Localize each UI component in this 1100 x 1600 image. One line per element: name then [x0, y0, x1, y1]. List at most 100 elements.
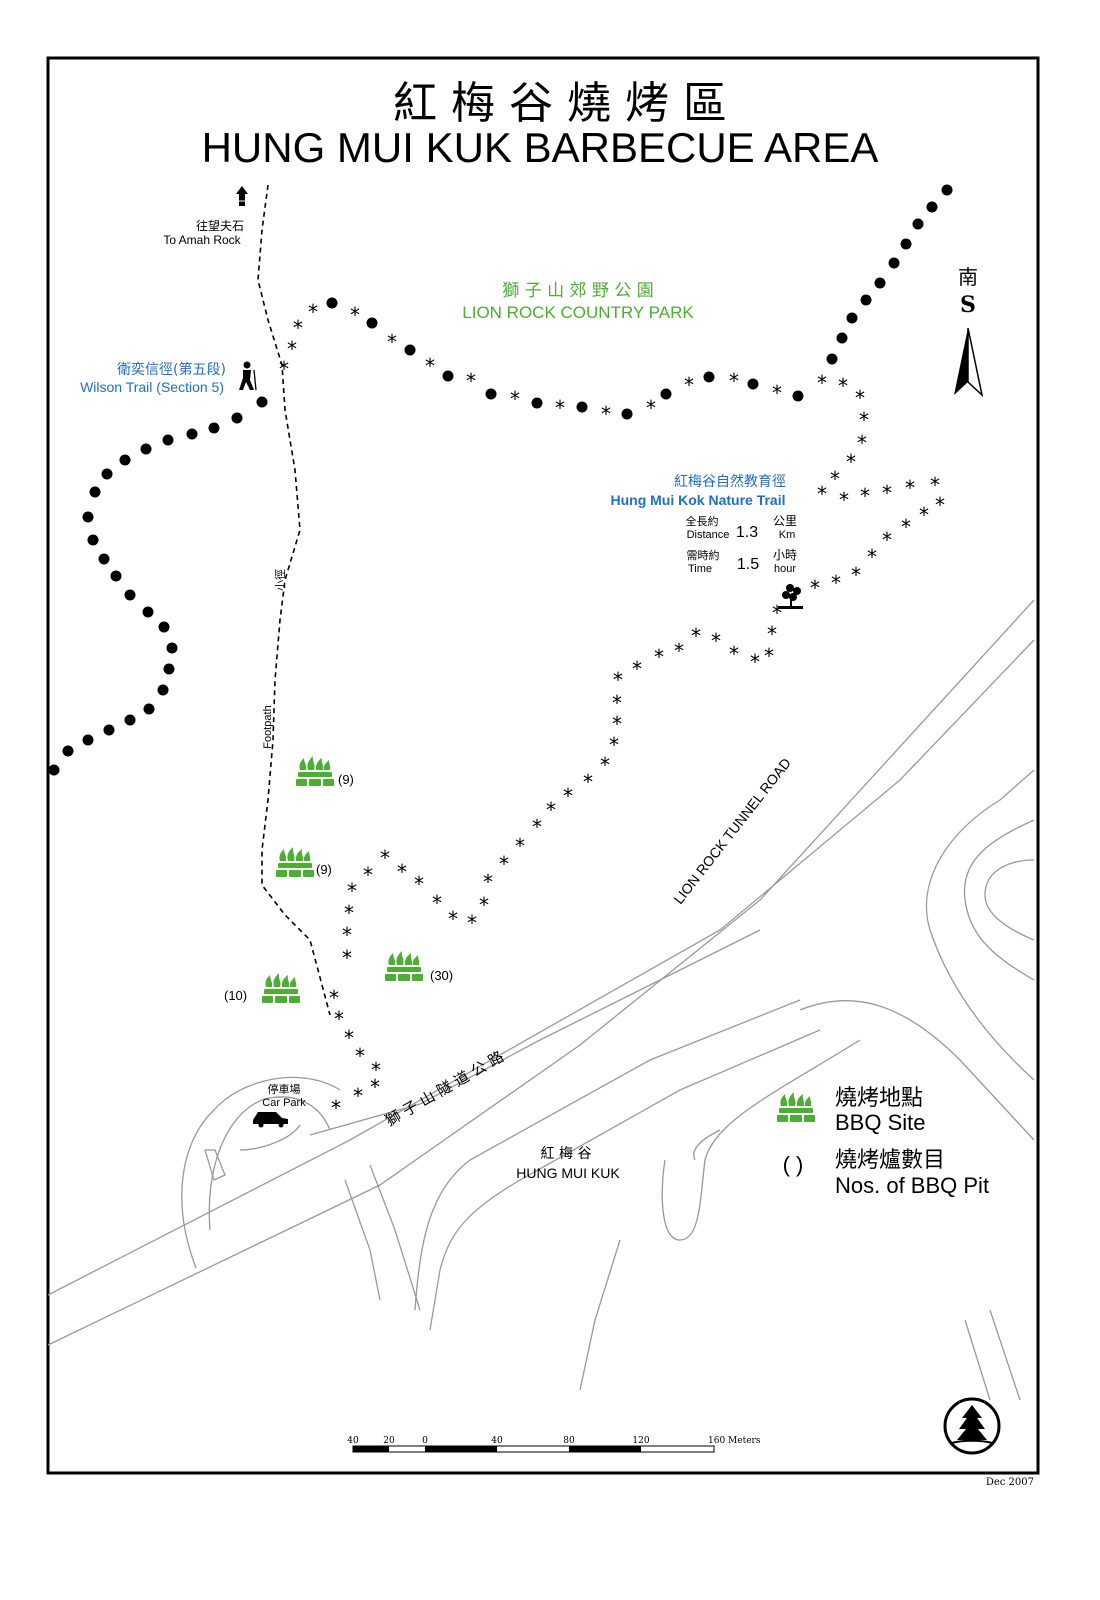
trail-asterisk: *	[860, 484, 870, 508]
north-arrow-icon	[954, 327, 984, 398]
distance-label-zh: 全長約	[686, 514, 719, 528]
bbq-pit-count: (10)	[224, 988, 247, 1003]
trail-dot	[531, 397, 543, 409]
trail-asterisk: *	[448, 907, 458, 931]
trail-dot	[142, 606, 154, 618]
trail-asterisk: *	[613, 668, 623, 692]
trail-dot	[836, 332, 848, 344]
scale-label: 160 Meters	[708, 1436, 761, 1446]
trail-dot	[442, 370, 454, 382]
trail-dot	[888, 257, 900, 269]
trail-asterisk: *	[857, 431, 867, 455]
trail-asterisk: *	[711, 629, 721, 653]
trail-asterisk: *	[563, 784, 573, 808]
trail-dot	[124, 714, 136, 726]
trail-asterisk: *	[684, 373, 694, 397]
trail-asterisk: *	[425, 354, 435, 378]
scale-label: 80	[563, 1436, 575, 1446]
trail-dot	[621, 408, 633, 420]
distance-unit-zh: 公里	[773, 514, 797, 528]
trail-asterisk: *	[930, 473, 940, 497]
trail-asterisk: *	[851, 563, 861, 587]
trail-dot	[119, 454, 131, 466]
trail-dot	[874, 277, 886, 289]
title-zh: 紅 梅 谷 燒 烤 區	[393, 78, 727, 129]
trail-asterisk: *	[499, 852, 509, 876]
bbq-pit-count: (9)	[316, 862, 332, 877]
north-label-zh: 南	[958, 265, 978, 289]
trail-asterisk: *	[838, 374, 848, 398]
trail-asterisk: *	[342, 946, 352, 970]
bbq-site: (9)	[276, 847, 332, 877]
trail-dot	[87, 534, 99, 546]
trail-dot	[404, 344, 416, 356]
scale-label: 120	[632, 1436, 649, 1446]
scale-label: 40	[347, 1436, 359, 1446]
trail-asterisk: *	[772, 381, 782, 405]
scale-label: 20	[383, 1436, 395, 1446]
footpath-line	[257, 184, 331, 1016]
road-edge	[964, 1319, 991, 1401]
park-label-en: LION ROCK COUNTRY PARK	[462, 303, 694, 322]
trail-asterisk: *	[414, 872, 424, 896]
trail-asterisk: *	[363, 863, 373, 887]
road-edge	[47, 639, 1035, 1296]
trail-asterisk: *	[612, 712, 622, 736]
nature-trail-label-en: Hung Mui Kok Nature Trail	[610, 492, 785, 508]
trail-dot	[941, 184, 953, 196]
title-en: HUNG MUI KUK BARBECUE AREA	[202, 124, 879, 171]
trail-asterisk: *	[609, 733, 619, 757]
trail-dot	[89, 486, 101, 498]
trail-dot	[124, 589, 136, 601]
trail-asterisk: *	[483, 870, 493, 894]
place-label-en: HUNG MUI KUK	[516, 1165, 620, 1181]
trail-dot	[110, 570, 122, 582]
trail-dot	[166, 642, 178, 654]
road-edge	[661, 1039, 861, 1241]
trail-asterisk: *	[479, 893, 489, 917]
scale-label: 40	[491, 1436, 503, 1446]
trail-asterisk: *	[654, 645, 664, 669]
trail-asterisk: *	[882, 528, 892, 552]
time-label-zh: 需時約	[687, 548, 720, 562]
trail-asterisk: *	[859, 408, 869, 432]
road-edge	[239, 1124, 301, 1151]
road-edge	[579, 1239, 621, 1391]
road-network	[47, 599, 1035, 1401]
trail-dot	[103, 724, 115, 736]
trail-dot	[163, 663, 175, 675]
trail-asterisk: *	[935, 493, 945, 517]
trail-asterisk: *	[817, 482, 827, 506]
trail-asterisk: *	[612, 691, 622, 715]
trail-dot	[140, 443, 152, 455]
trail-asterisk: *	[467, 911, 477, 935]
trail-dot	[792, 390, 804, 402]
car-park-label-zh: 停車場	[268, 1082, 301, 1096]
trail-asterisk: *	[830, 467, 840, 491]
time-value: 1.5	[737, 556, 759, 573]
trail-asterisk: *	[387, 330, 397, 354]
road-edge	[429, 1029, 821, 1331]
trail-asterisk: *	[846, 450, 856, 474]
road-edge	[369, 1164, 421, 1311]
distance-unit-en: Km	[779, 529, 796, 541]
trail-asterisk: *	[342, 923, 352, 947]
trail-asterisk: *	[750, 650, 760, 674]
trail-asterisk: *	[353, 1084, 363, 1108]
afcd-logo-icon	[943, 1397, 1001, 1455]
legend-pits-zh: 燒烤爐數目	[835, 1148, 945, 1173]
trail-dot	[157, 684, 169, 696]
trail-dot	[256, 396, 268, 408]
wilson-trail-label-en: Wilson Trail (Section 5)	[80, 379, 224, 395]
trail-asterisk: *	[839, 488, 849, 512]
road-edge	[344, 1179, 381, 1301]
bbq-pit-count: (30)	[430, 968, 453, 983]
trail-dot	[162, 434, 174, 446]
distance-value: 1.3	[736, 524, 758, 541]
trail-dot	[576, 401, 588, 413]
trail-asterisk: *	[293, 316, 303, 340]
legend-bbq-zh: 燒烤地點	[835, 1086, 923, 1111]
trail-dot	[82, 511, 94, 523]
trail-dot	[101, 468, 113, 480]
